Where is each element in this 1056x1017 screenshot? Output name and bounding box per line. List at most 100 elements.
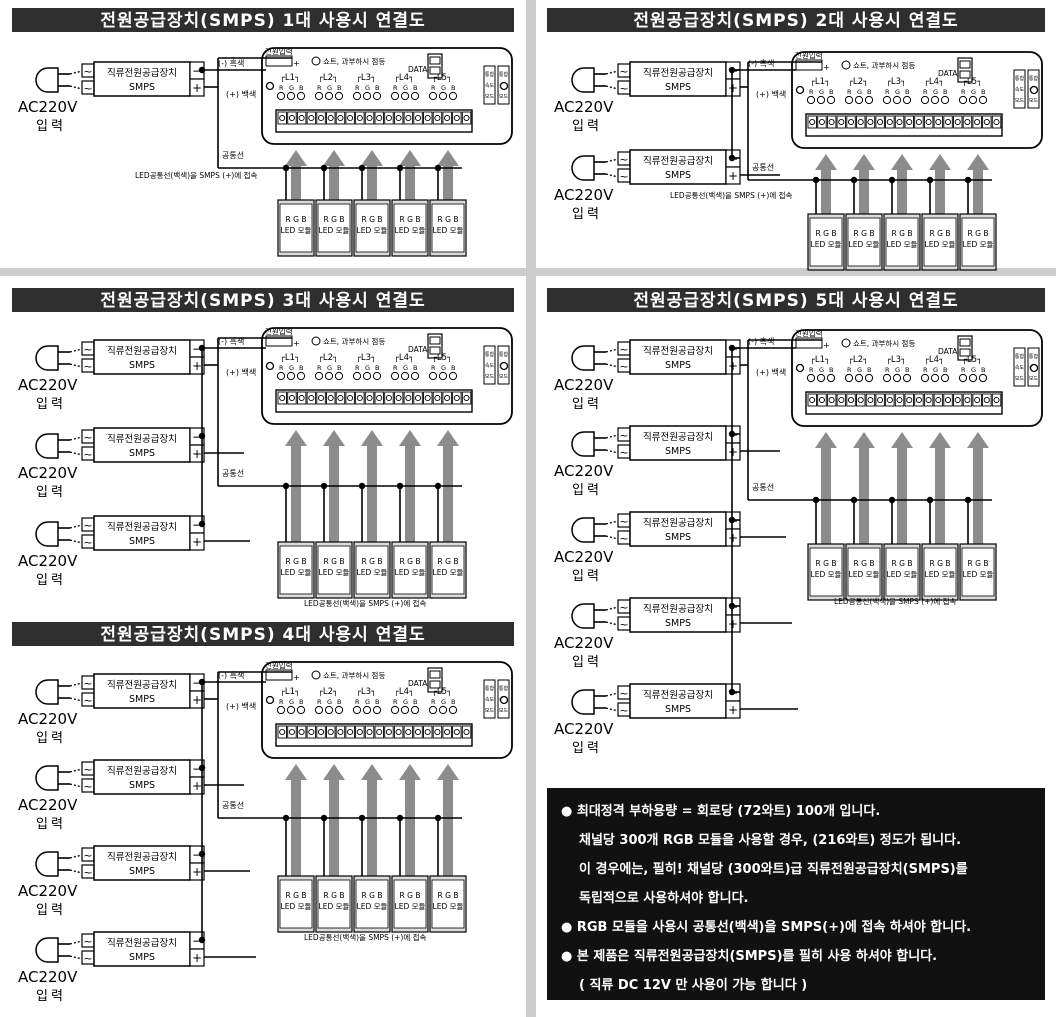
rgb-pin-label: B xyxy=(413,698,417,706)
neg-wire-label: (-) 흑색 xyxy=(748,336,774,346)
ac-input-label-2: 입력 xyxy=(572,741,602,756)
side-button-label: 속도 xyxy=(485,362,495,369)
terminal-screw xyxy=(337,394,344,402)
rgb-pin-label: G xyxy=(971,366,976,374)
rgb-pin-icon xyxy=(428,705,438,715)
smps-model: SMPS xyxy=(129,694,155,705)
rgb-pin-icon xyxy=(296,371,306,381)
terminal-screw xyxy=(405,728,412,736)
led-module-rgb: R G B xyxy=(362,891,383,900)
pos-sign: + xyxy=(192,359,202,373)
led-module-name: LED 모듈 xyxy=(433,226,464,235)
diagram-panel-4-banner: 전원공급장치(SMPS) 4대 사용시 연결도 xyxy=(12,622,514,646)
terminal-screw xyxy=(434,394,441,402)
terminal-slot xyxy=(277,725,287,739)
terminal-screw xyxy=(376,728,383,736)
arrow-head xyxy=(891,154,913,170)
smps-name: 직류전원공급장치 xyxy=(643,517,713,529)
data-pin xyxy=(959,348,971,357)
smps-name: 직류전원공급장치 xyxy=(107,67,177,79)
arrow-shaft xyxy=(821,168,831,214)
arrow-shaft xyxy=(859,446,869,544)
terminal-slot xyxy=(326,111,336,125)
ac-input-label: AC220V xyxy=(554,634,614,652)
arrow-head xyxy=(323,764,345,780)
smps-model: SMPS xyxy=(129,536,155,547)
arrow-head xyxy=(361,430,383,446)
pos-sign: + xyxy=(728,445,738,459)
rgb-pin-icon xyxy=(892,95,902,105)
terminal-slot xyxy=(413,111,423,125)
terminal-screw xyxy=(886,118,893,126)
arrow-shaft xyxy=(291,164,301,200)
led-module-face xyxy=(393,203,427,253)
ac-symbol: ~ xyxy=(619,429,628,442)
rgb-pin-icon xyxy=(844,373,854,383)
plug-icon xyxy=(571,155,595,181)
ac-input-label: AC220V xyxy=(554,186,614,204)
led-module-rgb: R G B xyxy=(324,557,345,566)
arrow-shaft xyxy=(329,444,339,542)
rgb-pin-label: B xyxy=(413,364,417,372)
rgb-pin-label: B xyxy=(375,364,379,372)
plug-icon xyxy=(35,937,59,963)
rgb-pin-label: B xyxy=(375,698,379,706)
terminal-screw xyxy=(434,114,441,122)
terminal-slot xyxy=(306,725,317,739)
smps-model: SMPS xyxy=(665,618,691,629)
rgb-pin-icon xyxy=(286,371,296,381)
side-button-label: 통합 xyxy=(1015,75,1025,82)
led-module-rgb: R G B xyxy=(892,559,913,568)
ac-input-label: AC220V xyxy=(554,98,614,116)
terminal-screw xyxy=(424,394,431,402)
neg-sign: − xyxy=(192,430,202,444)
led-module-rgb: R G B xyxy=(362,215,383,224)
smps-name: 직류전원공급장치 xyxy=(643,345,713,357)
data-terminal xyxy=(957,335,973,361)
led-module-face xyxy=(279,545,313,595)
ac-symbol: ~ xyxy=(83,360,92,373)
terminal-slot xyxy=(384,391,394,405)
terminal-screw xyxy=(915,118,922,126)
led-module-face xyxy=(431,879,465,929)
note-line-7: ( 직류 DC 12V 만 사용이 가능 합니다 ) xyxy=(579,978,808,993)
short-led-icon xyxy=(311,56,321,66)
banner-bg xyxy=(547,8,1045,32)
smps-box xyxy=(93,515,191,551)
rgb-pin-label: G xyxy=(819,88,824,96)
smps-name: 직류전원공급장치 xyxy=(107,433,177,445)
rgb-pin-icon xyxy=(296,91,306,101)
smps-name: 직류전원공급장치 xyxy=(643,603,713,615)
led-module-face xyxy=(431,545,465,595)
terminal-screw xyxy=(298,114,305,122)
rgb-pin-label: G xyxy=(895,88,900,96)
side-button-label: 속도 xyxy=(1015,86,1025,93)
ac-input-label: AC220V xyxy=(18,464,78,482)
terminal-slot xyxy=(442,111,452,125)
terminal-slot xyxy=(277,391,287,405)
terminal-slot xyxy=(384,111,394,125)
terminal-slot xyxy=(982,393,992,407)
rgb-pin-icon xyxy=(930,95,940,105)
terminal-screw xyxy=(857,118,864,126)
smps-model: SMPS xyxy=(665,82,691,93)
terminal-screw xyxy=(993,396,1000,404)
common-note: LED공통선(백색)을 SMPS (+)에 접속 xyxy=(670,190,793,200)
arrow-head xyxy=(361,764,383,780)
plug-lead xyxy=(605,606,619,626)
plug-icon xyxy=(35,345,59,371)
terminal-slot xyxy=(914,393,924,407)
channel-label-L2: ┌L2┐ xyxy=(848,355,868,365)
side-button-label: 속도 xyxy=(485,696,495,703)
terminal-screw xyxy=(935,396,942,404)
data-pin xyxy=(429,336,441,345)
data-label: DATA xyxy=(938,69,958,78)
data-label: DATA xyxy=(938,347,958,356)
arrow-head xyxy=(853,154,875,170)
rgb-pin-label: R xyxy=(431,364,436,372)
smps-box xyxy=(629,339,727,375)
terminal-slot xyxy=(875,115,885,129)
terminal-screw xyxy=(347,728,354,736)
terminal-slot xyxy=(374,725,384,739)
